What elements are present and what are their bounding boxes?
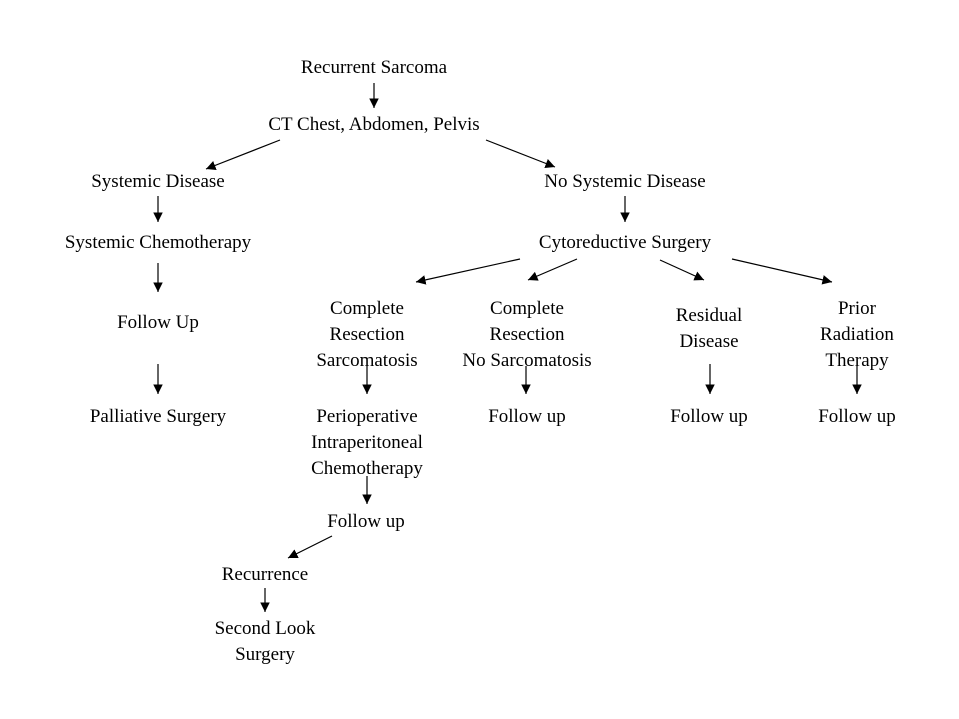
arrow-cyto-to-complete-sarcomatosis	[415, 258, 521, 285]
node-follow-up-radiation: Follow up	[818, 404, 896, 430]
node-text: Cytoreductive Surgery	[538, 232, 712, 253]
node-palliative-surgery: Palliative Surgery	[90, 404, 226, 430]
node-text: Residual	[675, 305, 743, 326]
node-text: Follow up	[327, 511, 405, 532]
node-text: Resection	[489, 324, 565, 345]
node-text: Prior	[837, 298, 876, 319]
node-second-look-surgery: Second Look Surgery	[215, 616, 316, 668]
node-text: Systemic Chemotherapy	[64, 232, 252, 253]
node-text: Disease	[679, 331, 739, 352]
node-text: Follow up	[670, 406, 748, 427]
node-text: No Sarcomatosis	[462, 350, 592, 371]
node-text: Second Look	[214, 618, 316, 639]
node-text: Resection	[329, 324, 405, 345]
node-prior-radiation-therapy: Prior Radiation Therapy	[820, 296, 894, 374]
arrow-cyto-to-complete-no-sarcomatosis	[527, 258, 578, 281]
node-residual-disease: Residual Disease	[676, 303, 743, 355]
node-perioperative-chemotherapy: Perioperative Intraperitoneal Chemothera…	[311, 404, 423, 482]
node-follow-up-after-chemo: Follow up	[327, 509, 405, 535]
node-systemic-chemotherapy: Systemic Chemotherapy	[65, 230, 251, 256]
node-complete-resection-sarcomatosis: Complete Resection Sarcomatosis	[316, 296, 417, 374]
node-text: Sarcomatosis	[316, 350, 418, 371]
node-text: Chemotherapy	[311, 458, 423, 479]
arrow-cyto-to-residual	[659, 259, 705, 281]
node-text: Follow Up	[117, 312, 199, 333]
node-text: Follow up	[488, 406, 566, 427]
node-recurrent-sarcoma: Recurrent Sarcoma	[301, 55, 447, 81]
node-text: Follow up	[818, 406, 896, 427]
node-text: Systemic Disease	[91, 171, 225, 192]
node-text: Radiation	[820, 324, 894, 345]
arrow-ct-to-no-systemic	[485, 139, 556, 168]
arrow-followup-to-recurrence	[287, 535, 333, 559]
node-no-systemic-disease: No Systemic Disease	[544, 169, 705, 195]
node-text: Surgery	[235, 644, 295, 665]
node-text: Complete	[490, 298, 564, 319]
node-follow-up-residual: Follow up	[670, 404, 748, 430]
node-cytoreductive-surgery: Cytoreductive Surgery	[539, 230, 711, 256]
node-ct-scan: CT Chest, Abdomen, Pelvis	[268, 112, 479, 138]
node-recurrence: Recurrence	[222, 562, 309, 588]
node-text: Therapy	[825, 350, 889, 371]
node-text: Complete	[330, 298, 404, 319]
node-complete-resection-no-sarcomatosis: Complete Resection No Sarcomatosis	[462, 296, 591, 374]
node-text: Recurrent Sarcoma	[300, 57, 448, 78]
node-systemic-disease: Systemic Disease	[91, 169, 225, 195]
node-text: Perioperative	[316, 406, 418, 427]
node-text: Recurrence	[221, 564, 309, 585]
node-follow-up-no-sarcomatosis: Follow up	[488, 404, 566, 430]
node-text: Intraperitoneal	[311, 432, 423, 453]
node-text: No Systemic Disease	[544, 171, 706, 192]
arrow-ct-to-systemic	[205, 139, 281, 170]
node-text: Palliative Surgery	[89, 406, 227, 427]
node-follow-up-left: Follow Up	[117, 310, 199, 336]
node-text: CT Chest, Abdomen, Pelvis	[268, 114, 480, 135]
arrow-cyto-to-prior-radiation	[731, 258, 833, 285]
